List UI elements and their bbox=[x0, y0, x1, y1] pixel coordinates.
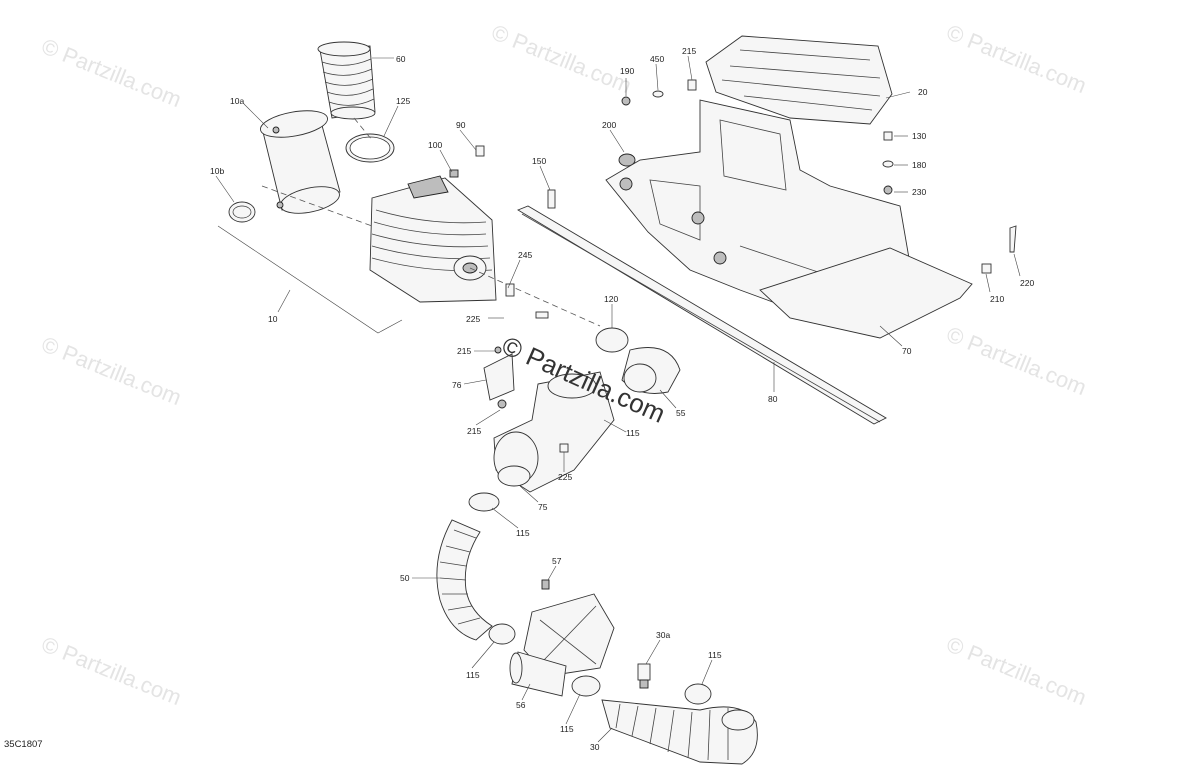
callout-200: 200 bbox=[602, 120, 616, 130]
part-245-screw bbox=[505, 283, 515, 297]
callout-20: 20 bbox=[918, 87, 928, 97]
part-50-flex-hose bbox=[436, 519, 493, 641]
callout-76: 76 bbox=[452, 380, 462, 390]
callout-10b: 10b bbox=[210, 166, 224, 176]
watermark-text: © Partzilla.com bbox=[488, 19, 635, 98]
callout-115: 115 bbox=[626, 428, 640, 438]
callout-70: 70 bbox=[902, 346, 912, 356]
watermark-text: © Partzilla.com bbox=[38, 631, 185, 710]
callout-100: 100 bbox=[428, 140, 442, 150]
callout-180: 180 bbox=[912, 160, 926, 170]
part-130-screw bbox=[883, 131, 893, 141]
callout-190: 190 bbox=[620, 66, 634, 76]
assembly-axis-line bbox=[469, 267, 601, 327]
part-57-screw bbox=[541, 579, 550, 590]
callout-120: 120 bbox=[604, 294, 618, 304]
callout-60: 60 bbox=[396, 54, 406, 64]
part-30a-sensor bbox=[637, 663, 651, 681]
part-215-nut bbox=[497, 399, 507, 409]
callout-115: 115 bbox=[560, 724, 574, 734]
part-115-clamp bbox=[684, 683, 712, 705]
callout-215: 215 bbox=[682, 46, 696, 56]
callout-57: 57 bbox=[552, 556, 562, 566]
callout-125: 125 bbox=[396, 96, 410, 106]
watermark-text: © Partzilla.com bbox=[38, 33, 185, 112]
part-215-clip bbox=[687, 79, 697, 91]
callout-80: 80 bbox=[768, 394, 778, 404]
part-225-bolt bbox=[559, 443, 569, 453]
part-230-nut bbox=[883, 185, 893, 195]
part-76-bracket bbox=[483, 353, 515, 401]
callout-115: 115 bbox=[708, 650, 722, 660]
part-115-clamp bbox=[488, 623, 516, 645]
assembly-axis-line bbox=[353, 117, 373, 141]
callout-130: 130 bbox=[912, 131, 926, 141]
screw-90-100 bbox=[449, 145, 485, 178]
part-75-y-junction bbox=[493, 371, 615, 493]
part-210-clip bbox=[981, 263, 992, 274]
callout-55: 55 bbox=[676, 408, 686, 418]
part-60-intake-boot bbox=[317, 41, 376, 120]
leader-lines bbox=[215, 55, 1021, 743]
callout-labels: 60 10a 125 90 100 10b 10 245 225 215 76 … bbox=[210, 46, 1034, 752]
callout-230: 230 bbox=[912, 187, 926, 197]
part-55-elbow bbox=[621, 347, 681, 394]
callout-10: 10 bbox=[268, 314, 278, 324]
callout-30a: 30a bbox=[656, 630, 670, 640]
callout-150: 150 bbox=[532, 156, 546, 166]
part-70-plate bbox=[759, 247, 973, 339]
callout-115: 115 bbox=[466, 670, 480, 680]
part-10b-cap bbox=[228, 201, 256, 223]
callout-50: 50 bbox=[400, 573, 410, 583]
callout-115: 115 bbox=[516, 528, 530, 538]
part-20-cover bbox=[705, 35, 893, 125]
watermark-text: © Partzilla.com bbox=[943, 631, 1090, 710]
watermark-text: © Partzilla.com bbox=[38, 331, 185, 410]
callout-10a: 10a bbox=[230, 96, 244, 106]
throttle-body bbox=[523, 593, 615, 677]
callout-225: 225 bbox=[466, 314, 480, 324]
part-80-rail bbox=[516, 205, 887, 425]
part-115-clamp bbox=[571, 675, 601, 697]
callout-215: 215 bbox=[457, 346, 471, 356]
callout-220: 220 bbox=[1020, 278, 1034, 288]
part-190-nut bbox=[621, 96, 631, 106]
callout-225: 225 bbox=[558, 472, 572, 482]
part-200-grommet bbox=[618, 153, 636, 167]
part-10a-ring-cover bbox=[260, 110, 341, 214]
assembly-10-bracket bbox=[217, 225, 403, 334]
callout-245: 245 bbox=[518, 250, 532, 260]
part-150-screw bbox=[547, 189, 556, 209]
callout-90: 90 bbox=[456, 120, 466, 130]
part-30-intake-tube bbox=[601, 699, 758, 765]
callout-75: 75 bbox=[538, 502, 548, 512]
callout-210: 210 bbox=[990, 294, 1004, 304]
part-225-bolt bbox=[535, 311, 549, 319]
part-215-nut bbox=[494, 346, 502, 354]
watermark-text: © Partzilla.com bbox=[943, 321, 1090, 400]
air-filter-housing bbox=[369, 175, 497, 303]
part-450-washer bbox=[652, 90, 664, 98]
callout-450: 450 bbox=[650, 54, 664, 64]
callout-215: 215 bbox=[467, 426, 481, 436]
part-115-clamp bbox=[468, 492, 500, 512]
callout-30: 30 bbox=[590, 742, 600, 752]
callout-56: 56 bbox=[516, 700, 526, 710]
drawing-code: 35C1807 bbox=[4, 739, 43, 750]
part-180-washer bbox=[882, 160, 894, 168]
watermark-text: © Partzilla.com bbox=[943, 19, 1090, 98]
part-220-screw bbox=[1009, 225, 1017, 253]
part-120-clamp bbox=[595, 327, 629, 353]
